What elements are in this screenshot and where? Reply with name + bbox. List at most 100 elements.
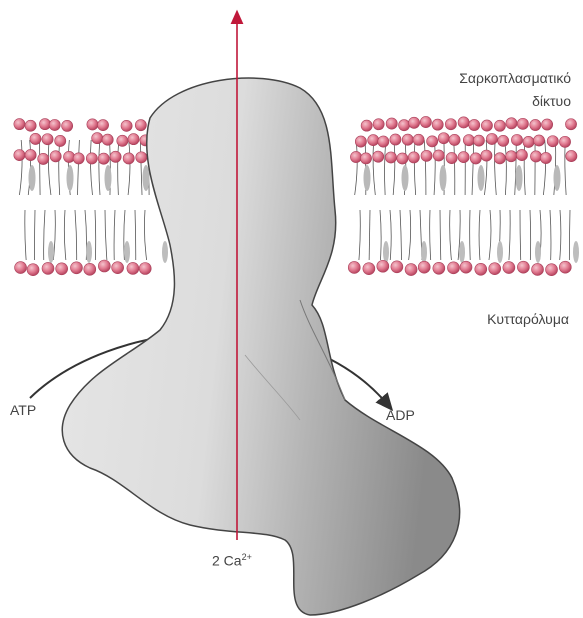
lipid-head xyxy=(433,150,444,161)
lipid-head xyxy=(517,261,529,273)
lipid-tail xyxy=(489,210,491,260)
lipid-head xyxy=(363,263,375,275)
lipid-head xyxy=(110,151,121,162)
cholesterol-mark xyxy=(478,165,485,191)
lipid-head xyxy=(62,120,73,131)
lipid-head xyxy=(470,153,481,164)
lipid-head xyxy=(486,133,497,144)
cholesterol-mark xyxy=(29,165,36,191)
membrane-left xyxy=(14,119,168,276)
cholesterol-mark xyxy=(421,241,427,263)
lipid-tail xyxy=(95,210,96,260)
lipid-head xyxy=(139,263,151,275)
lipid-head xyxy=(84,263,96,275)
cholesterol-mark xyxy=(459,241,465,263)
lipid-head xyxy=(438,133,449,144)
lipid-head xyxy=(532,263,544,275)
lipid-tail xyxy=(59,140,60,195)
lipid-tail xyxy=(530,210,531,260)
lipid-head xyxy=(70,262,82,274)
lipid-tail xyxy=(454,140,455,195)
lipid-head xyxy=(25,149,36,160)
lipid-tail xyxy=(105,210,107,260)
lipid-tail xyxy=(144,210,146,260)
lipid-head xyxy=(533,135,544,146)
lipid-head xyxy=(516,149,527,160)
lipid-tail xyxy=(450,210,452,260)
lipid-head xyxy=(566,150,577,161)
cholesterol-mark xyxy=(67,165,74,191)
lipid-head xyxy=(56,263,68,275)
cholesterol-mark xyxy=(383,241,389,263)
lipid-head xyxy=(350,151,361,162)
lipid-head xyxy=(117,135,128,146)
lipid-tail xyxy=(524,140,525,195)
lipid-head xyxy=(418,261,430,273)
lipid-tail xyxy=(78,140,80,195)
calcium-ion-label: 2 Ca2+ xyxy=(212,552,252,569)
lipid-head xyxy=(368,135,379,146)
cholesterol-mark xyxy=(554,165,561,191)
lipid-tail xyxy=(393,140,395,195)
lipid-head xyxy=(14,119,25,130)
lipid-head xyxy=(355,136,366,147)
lipid-tail xyxy=(430,210,431,260)
lipid-head xyxy=(481,150,492,161)
lipid-head xyxy=(433,262,445,274)
lipid-head xyxy=(42,134,53,145)
lipid-tail xyxy=(424,140,426,195)
lipid-head xyxy=(460,261,472,273)
lipid-head xyxy=(402,134,413,145)
lipid-head xyxy=(73,153,84,164)
lipid-head xyxy=(373,151,384,162)
lipid-head xyxy=(547,136,558,147)
cholesterol-mark xyxy=(48,241,54,263)
lipid-head xyxy=(386,118,397,129)
lipid-head xyxy=(92,133,103,144)
cholesterol-mark xyxy=(440,165,447,191)
lipid-head xyxy=(14,150,25,161)
lipid-tail xyxy=(390,210,391,260)
lipid-tail xyxy=(359,210,360,260)
lipid-head xyxy=(449,134,460,145)
lipid-head xyxy=(135,120,146,131)
lipid-head xyxy=(378,136,389,147)
lipid-head xyxy=(559,261,571,273)
lipid-head xyxy=(446,152,457,163)
lipid-head xyxy=(397,153,408,164)
lipid-tail xyxy=(515,140,516,195)
membrane-right xyxy=(348,116,579,275)
lipid-head xyxy=(25,120,36,131)
lipid-tail xyxy=(48,140,51,195)
lipid-head xyxy=(102,134,113,145)
cholesterol-mark xyxy=(162,241,168,263)
lipid-head xyxy=(481,120,492,131)
lipid-head xyxy=(128,134,139,145)
lipid-tail xyxy=(470,210,471,260)
lipid-tail xyxy=(484,140,487,195)
lipid-head xyxy=(445,119,456,130)
lipid-tail xyxy=(90,140,92,195)
lipid-head xyxy=(413,134,424,145)
cholesterol-mark xyxy=(573,241,579,263)
cholesterol-mark xyxy=(124,241,130,263)
lipid-tail xyxy=(495,140,497,195)
lipid-head xyxy=(463,135,474,146)
lipid-head xyxy=(421,150,432,161)
lipid-head xyxy=(360,153,371,164)
lipid-head xyxy=(15,262,27,274)
lipid-head xyxy=(30,133,41,144)
lipid-tail xyxy=(550,210,551,260)
lipid-head xyxy=(447,262,459,274)
atp-label: ATP xyxy=(10,402,36,418)
lipid-head xyxy=(408,117,419,128)
lipid-tail xyxy=(440,210,441,260)
lipid-head xyxy=(506,151,517,162)
lipid-tail xyxy=(369,210,370,260)
lipid-tail xyxy=(135,210,136,260)
lipid-head xyxy=(348,261,360,273)
lipid-head xyxy=(98,153,109,164)
adp-label: ADP xyxy=(386,407,415,423)
lipid-head xyxy=(86,153,97,164)
lipid-head xyxy=(127,262,139,274)
